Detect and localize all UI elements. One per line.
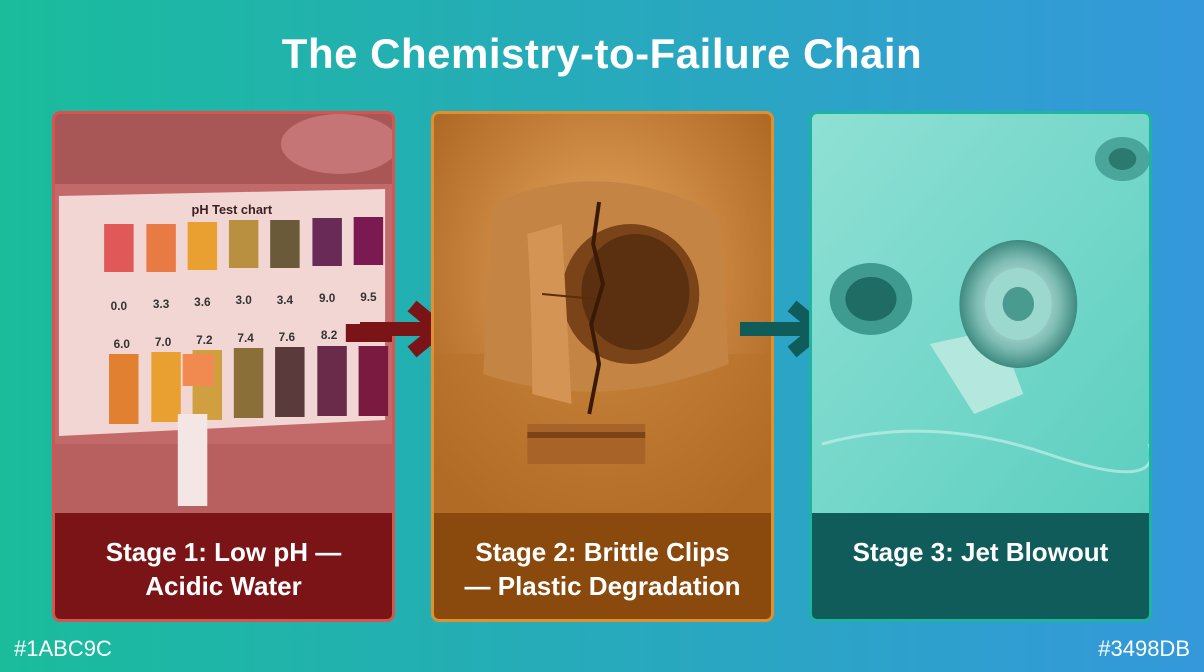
ph-label-r1-4: 3.0 [235, 293, 252, 307]
stage-2-caption: Stage 2: Brittle Clips — Plastic Degrada… [434, 513, 771, 619]
page-title: The Chemistry-to-Failure Chain [281, 30, 923, 77]
ph-label-r2-6: 8.2 [321, 328, 338, 342]
ph-label-r2-5: 7.6 [279, 330, 296, 344]
hot-tub-jet-image [812, 114, 1149, 513]
cracked-plastic-clip-image [434, 114, 771, 513]
ph-label-r2-2: 7.0 [155, 335, 172, 349]
ph-label-r1-5: 3.4 [277, 293, 294, 307]
stage-1-card: pH Test chart 0.0 3.3 3.6 3.0 3.4 9.0 9.… [52, 111, 395, 622]
ph-label-r1-7: 9.5 [360, 290, 377, 304]
ph-label-r1-1: 0.0 [111, 299, 128, 313]
ph-test-chart-image: pH Test chart 0.0 3.3 3.6 3.0 3.4 9.0 9.… [55, 114, 392, 513]
gradient-start-hex-label: #1ABC9C [14, 636, 112, 661]
stage-2-caption-line1: Stage 2: Brittle Clips [475, 537, 730, 567]
stage-1-caption-line2: Acidic Water [145, 571, 302, 601]
stage-3-card: Stage 3: Jet Blowout [809, 111, 1152, 622]
gradient-end-hex-label: #3498DB [1098, 636, 1190, 661]
stage-2-caption-line2: — Plastic Degradation [464, 571, 741, 601]
ph-label-r1-6: 9.0 [319, 291, 336, 305]
jet-blowout-photo [812, 114, 1149, 513]
stage-1-caption: Stage 1: Low pH — Acidic Water [55, 513, 392, 619]
stage-3-caption: Stage 3: Jet Blowout [812, 513, 1149, 619]
cracked-clip-photo [434, 114, 771, 513]
ph-label-r1-2: 3.3 [153, 297, 170, 311]
stage-3-caption-line1: Stage 3: Jet Blowout [852, 537, 1109, 567]
stage-1-caption-line1: Stage 1: Low pH — [105, 537, 342, 567]
ph-label-r2-4: 7.4 [237, 331, 254, 345]
stage-2-card: Stage 2: Brittle Clips — Plastic Degrada… [431, 111, 774, 622]
ph-test-strip-photo: pH Test chart 0.0 3.3 3.6 3.0 3.4 9.0 9.… [55, 114, 392, 513]
ph-label-r2-3: 7.2 [196, 333, 213, 347]
ph-label-r1-3: 3.6 [194, 295, 211, 309]
ph-label-r2-1: 6.0 [114, 337, 131, 351]
ph-chart-title: pH Test chart [192, 202, 273, 217]
